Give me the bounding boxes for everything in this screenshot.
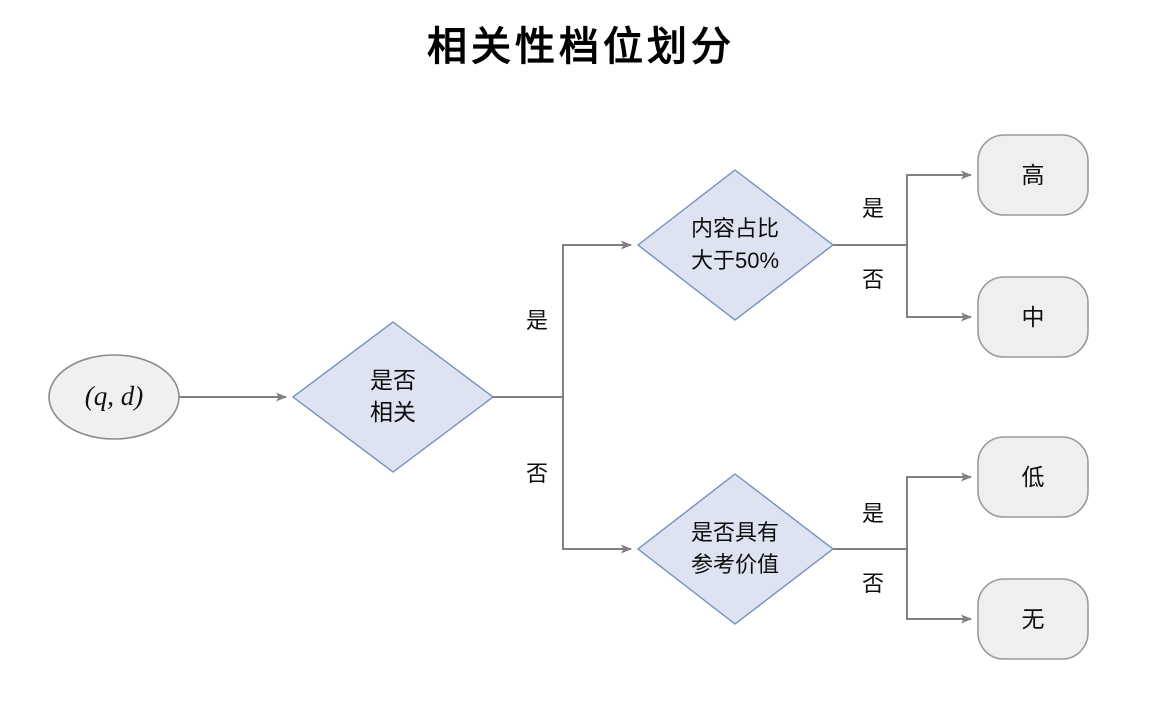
edge-label-d1-no: 否 xyxy=(526,461,548,486)
decision-relevance-label-line1: 是否 xyxy=(370,367,416,393)
start-ellipse-shape xyxy=(48,354,180,440)
decision-reference-value-label-line2: 参考价值 xyxy=(691,552,779,577)
node-outcome-medium[interactable]: 中 xyxy=(977,276,1089,358)
outcome-none-shape xyxy=(977,578,1089,660)
outcome-medium-label: 中 xyxy=(1022,304,1045,330)
decision-content-ratio-label-line2: 大于50% xyxy=(691,248,779,273)
decision-relevance-shape xyxy=(291,321,495,473)
edge-d3-to-low xyxy=(833,472,972,550)
edge-d1-to-d2 xyxy=(493,240,632,398)
node-decision-content-ratio[interactable]: 内容占比 大于50% xyxy=(636,169,835,321)
outcome-high-label: 高 xyxy=(1022,162,1045,188)
outcome-none-label: 无 xyxy=(1022,606,1045,632)
decision-reference-value-label-line1: 是否具有 xyxy=(691,520,779,545)
edge-label-d2-yes: 是 xyxy=(862,196,884,221)
edge-d2-to-high xyxy=(833,170,972,246)
edge-label-group: 是 否 是 否 是 否 xyxy=(526,196,884,596)
decision-relevance-label-line2: 相关 xyxy=(370,399,416,425)
node-outcome-high[interactable]: 高 xyxy=(977,134,1089,216)
edge-d1-to-d3 xyxy=(562,397,632,554)
decision-reference-value-shape xyxy=(636,473,835,625)
edge-label-d2-no: 否 xyxy=(862,267,884,292)
page-title: 相关性档位划分 xyxy=(427,24,735,69)
outcome-low-shape xyxy=(977,436,1089,518)
edge-d2-to-mid xyxy=(906,245,972,322)
decision-content-ratio-label-line1: 内容占比 xyxy=(691,216,779,241)
node-start[interactable]: (q, d) xyxy=(48,354,180,440)
edge-label-d3-no: 否 xyxy=(862,571,884,596)
decision-content-ratio-shape xyxy=(636,169,835,321)
outcome-medium-shape xyxy=(977,276,1089,358)
outcome-low-label: 低 xyxy=(1022,464,1045,490)
edge-group xyxy=(179,170,972,624)
node-decision-reference-value[interactable]: 是否具有 参考价值 xyxy=(636,473,835,625)
edge-d3-to-none xyxy=(906,549,972,624)
node-outcome-low[interactable]: 低 xyxy=(977,436,1089,518)
start-label: (q, d) xyxy=(85,381,143,411)
node-outcome-none[interactable]: 无 xyxy=(977,578,1089,660)
outcome-high-shape xyxy=(977,134,1089,216)
edge-label-d3-yes: 是 xyxy=(862,501,884,526)
edge-label-d1-yes: 是 xyxy=(526,308,548,333)
node-decision-relevance[interactable]: 是否 相关 xyxy=(291,321,495,473)
